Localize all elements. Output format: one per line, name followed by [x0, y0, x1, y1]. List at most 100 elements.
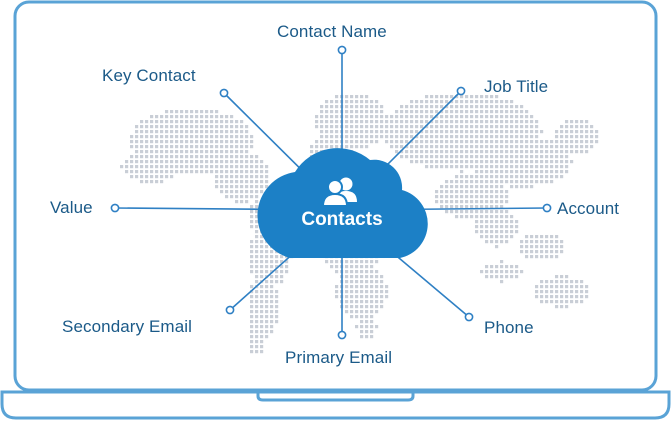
map-dot	[335, 130, 339, 134]
map-dot	[415, 150, 419, 154]
map-dot	[435, 105, 439, 109]
map-dot	[530, 245, 534, 249]
map-dot	[275, 290, 279, 294]
map-dot	[235, 155, 239, 159]
map-dot	[425, 145, 429, 149]
map-dot	[190, 125, 194, 129]
map-dot	[510, 100, 514, 104]
map-dot	[265, 255, 269, 259]
map-dot	[465, 145, 469, 149]
map-dot	[230, 150, 234, 154]
map-dot	[355, 125, 359, 129]
map-dot	[260, 330, 264, 334]
map-dot	[365, 335, 369, 339]
map-dot	[500, 190, 504, 194]
map-dot	[230, 160, 234, 164]
map-dot	[200, 120, 204, 124]
map-dot	[400, 120, 404, 124]
map-dot	[445, 190, 449, 194]
map-dot	[445, 110, 449, 114]
map-dot	[480, 115, 484, 119]
map-dot	[505, 170, 509, 174]
map-dot	[235, 180, 239, 184]
map-dot	[345, 145, 349, 149]
map-dot	[380, 305, 384, 309]
map-dot	[375, 105, 379, 109]
map-dot	[495, 145, 499, 149]
map-dot	[575, 145, 579, 149]
map-dot	[455, 205, 459, 209]
map-dot	[250, 255, 254, 259]
map-dot	[470, 115, 474, 119]
map-dot	[255, 195, 259, 199]
map-dot	[155, 135, 159, 139]
map-dot	[400, 155, 404, 159]
map-dot	[530, 185, 534, 189]
map-dot	[365, 130, 369, 134]
map-dot	[535, 150, 539, 154]
map-dot	[425, 165, 429, 169]
map-dot	[550, 285, 554, 289]
map-dot	[210, 130, 214, 134]
map-dot	[570, 280, 574, 284]
map-dot	[525, 250, 529, 254]
map-dot	[455, 95, 459, 99]
map-dot	[545, 180, 549, 184]
map-dot	[440, 160, 444, 164]
map-dot	[465, 135, 469, 139]
map-dot	[475, 125, 479, 129]
map-dot	[265, 335, 269, 339]
map-dot	[195, 120, 199, 124]
map-dot	[145, 175, 149, 179]
map-dot	[255, 290, 259, 294]
map-dot	[465, 210, 469, 214]
map-dot	[565, 295, 569, 299]
map-dot	[160, 170, 164, 174]
map-dot	[545, 250, 549, 254]
map-dot	[240, 150, 244, 154]
map-dot	[220, 150, 224, 154]
map-dot	[480, 150, 484, 154]
map-dot	[275, 270, 279, 274]
map-dot	[545, 255, 549, 259]
map-dot	[455, 195, 459, 199]
map-dot	[460, 145, 464, 149]
map-dot	[245, 195, 249, 199]
map-dot	[145, 125, 149, 129]
map-dot	[160, 155, 164, 159]
map-dot	[490, 185, 494, 189]
map-dot	[520, 240, 524, 244]
map-dot	[250, 205, 254, 209]
map-dot	[480, 130, 484, 134]
map-dot	[485, 165, 489, 169]
map-dot	[235, 140, 239, 144]
map-dot	[325, 145, 329, 149]
map-dot	[375, 110, 379, 114]
map-dot	[485, 135, 489, 139]
map-dot	[450, 130, 454, 134]
map-dot	[215, 110, 219, 114]
map-dot	[240, 200, 244, 204]
map-dot	[255, 330, 259, 334]
map-dot	[460, 100, 464, 104]
map-dot	[150, 125, 154, 129]
map-dot	[480, 105, 484, 109]
map-dot	[385, 295, 389, 299]
map-dot	[505, 275, 509, 279]
map-dot	[240, 125, 244, 129]
map-dot	[440, 135, 444, 139]
map-dot	[485, 185, 489, 189]
map-dot	[325, 135, 329, 139]
map-dot	[150, 165, 154, 169]
map-dot	[150, 130, 154, 134]
map-dot	[160, 120, 164, 124]
map-dot	[365, 260, 369, 264]
map-dot	[420, 110, 424, 114]
map-dot	[315, 120, 319, 124]
map-dot	[495, 165, 499, 169]
map-dot	[495, 225, 499, 229]
map-dot	[500, 275, 504, 279]
map-dot	[445, 95, 449, 99]
map-dot	[555, 175, 559, 179]
map-dot	[260, 180, 264, 184]
